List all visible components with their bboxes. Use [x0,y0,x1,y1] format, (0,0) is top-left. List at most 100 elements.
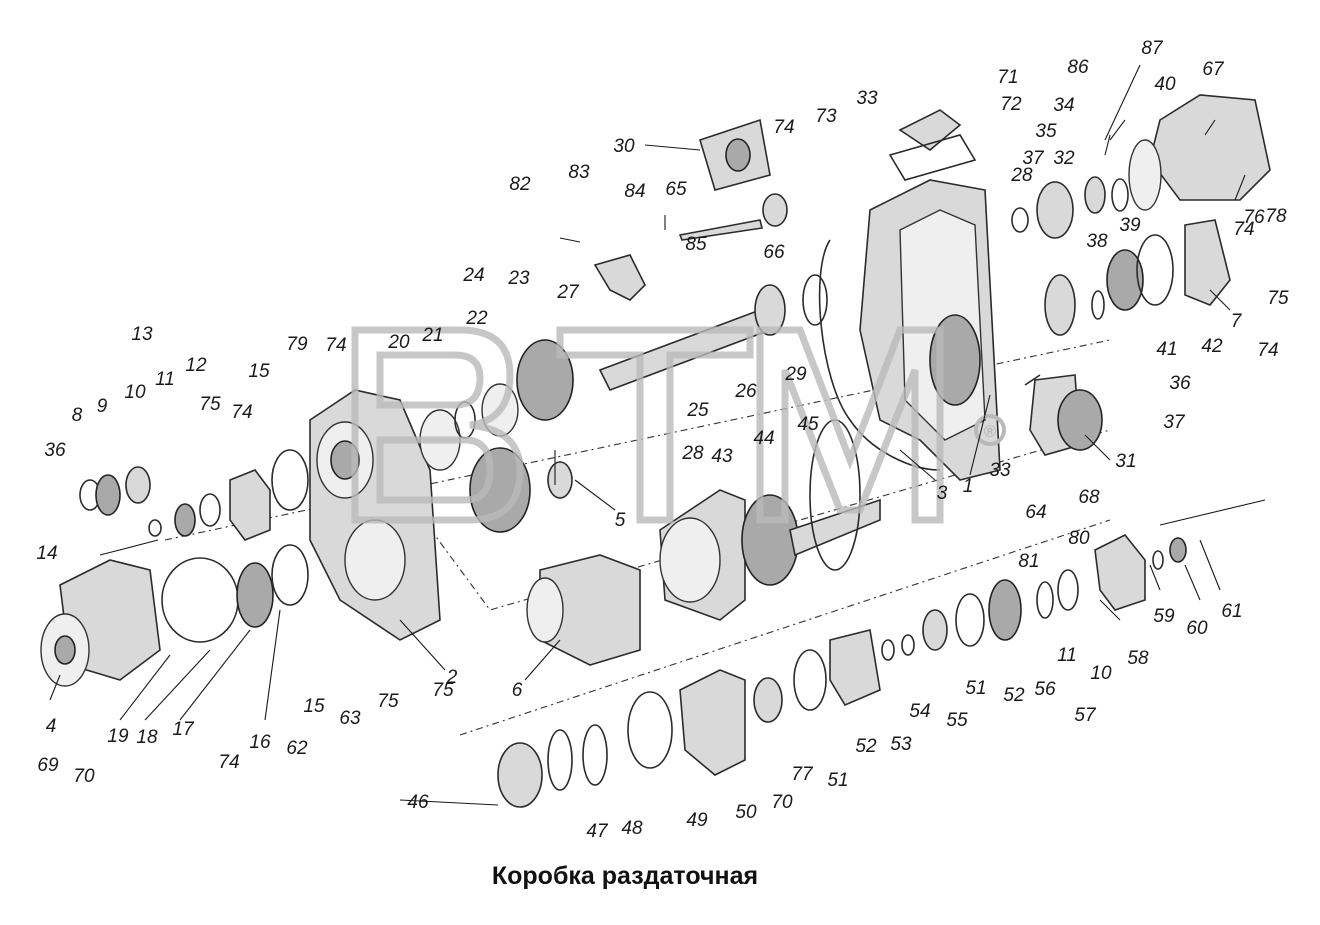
callout-label: 60 [1186,618,1208,639]
callout-label: 10 [124,382,146,403]
callout-label: 36 [1169,373,1191,394]
callout-label: 10 [1090,663,1112,684]
callout-label: 1 [963,476,974,497]
callout-label: 86 [1067,57,1089,78]
callout-label: 29 [784,364,807,385]
diagram-title: Коробка раздаточная [491,862,759,890]
callout-label: 40 [1154,74,1176,95]
callout-label: 43 [711,446,733,467]
callout-label: 71 [997,67,1018,88]
callout-label: 28 [1010,165,1033,186]
callout-label: 74 [218,752,239,773]
callout-label: 35 [1035,121,1057,142]
callout-label: 38 [1086,231,1108,252]
callout-label: 55 [946,710,968,731]
callout-label: 75 [432,680,454,701]
callout-label: 21 [421,325,443,346]
callout-label: 7 [1231,311,1243,332]
callout-label: 48 [621,818,643,839]
callout-label: 83 [568,162,590,183]
callout-label: 66 [763,242,785,263]
callout-label: 9 [97,396,108,417]
callout-label: 33 [989,460,1011,481]
callout-label: 64 [1025,502,1046,523]
callout-label: 49 [686,810,708,831]
callout-label: 82 [509,174,531,195]
callout-label: 76 [1243,207,1265,228]
callout-label: 17 [172,719,195,740]
callout-label: 15 [248,361,270,382]
callout-label: 50 [735,802,757,823]
callout-label: 47 [586,821,609,842]
callout-label: 80 [1068,528,1090,549]
callout-label: 73 [815,106,837,127]
callout-label: 54 [909,701,930,722]
right-actuator-unit [1128,94,1271,306]
callout-label: 51 [965,678,986,699]
callout-label: 68 [1078,487,1100,508]
callout-label: 74 [1233,219,1254,240]
callout-label: 32 [1053,148,1075,169]
callout-label: 22 [465,308,488,329]
callout-label: 84 [624,181,645,202]
callout-label: 15 [303,696,325,717]
callout-label: 39 [1119,215,1141,236]
callout-label: 5 [615,510,626,531]
callout-label: 74 [1257,340,1278,361]
callout-label: 19 [107,726,129,747]
callout-label: 67 [1202,59,1225,80]
callout-label: 13 [131,324,153,345]
callout-label: 8 [72,405,83,426]
callout-label: 65 [665,179,687,200]
callout-label: 81 [1018,551,1039,572]
callout-label: 44 [753,428,774,449]
callout-label: 18 [136,727,158,748]
callout-label: 11 [1057,645,1077,666]
callout-label: 14 [36,543,57,564]
callout-label: 24 [462,265,484,286]
callout-label: 59 [1153,606,1175,627]
callout-label: 69 [37,755,59,776]
callout-label: 75 [377,691,399,712]
watermark-mark: ® [984,422,997,441]
callout-label: 42 [1201,336,1223,357]
callout-label: 2 [446,667,458,688]
callout-label: 31 [1115,451,1136,472]
callout-label: 85 [685,234,707,255]
callout-label: 61 [1221,601,1242,622]
callout-label: 74 [773,117,794,138]
callout-label: 34 [1053,95,1074,116]
callout-label: 52 [1003,685,1025,706]
callout-label: 75 [199,394,221,415]
callout-label: 70 [771,792,793,813]
callout-label: 74 [325,335,346,356]
callout-label: 79 [286,334,308,355]
leader-lines [49,64,1266,806]
callout-label: 4 [46,716,57,737]
bearings-seals [79,109,1187,808]
callout-label: 16 [249,732,271,753]
callout-label: 36 [44,440,66,461]
callout-label: 46 [407,792,429,813]
callout-label: 72 [1000,94,1022,115]
front-cover [309,389,441,641]
callout-label: 52 [855,736,877,757]
callout-label: 27 [556,282,580,303]
callout-label: 12 [185,355,207,376]
callout-label: 25 [686,400,709,421]
left-drive-unit [40,559,161,687]
callout-label: 78 [1265,206,1287,227]
callout-label: 3 [937,483,948,504]
watermark: ® [351,326,1006,524]
callout-label: 62 [286,738,308,759]
callout-label: 33 [856,88,878,109]
callout-label: 75 [1267,288,1289,309]
callout-label: 28 [681,443,704,464]
callout-label: 23 [507,268,530,289]
callout-label: 26 [734,381,757,402]
callout-label: 87 [1141,38,1164,59]
callout-label: 37 [1022,148,1045,169]
callout-label: 30 [613,136,635,157]
